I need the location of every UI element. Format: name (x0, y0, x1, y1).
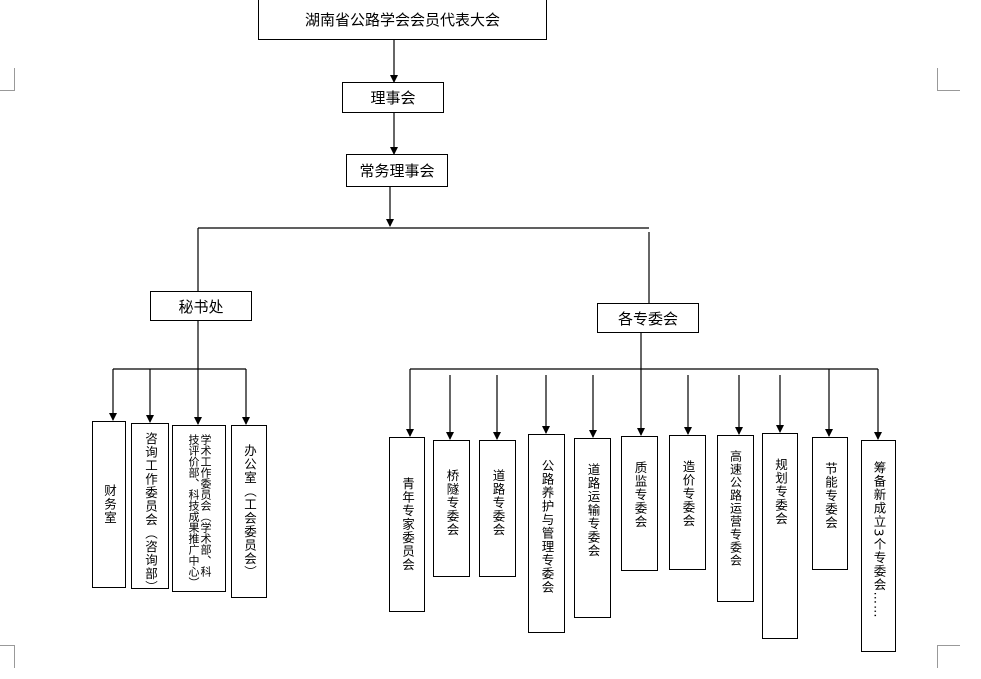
committee-cost-label: 造价专委会 (680, 460, 696, 528)
council-box: 理事会 (342, 82, 444, 113)
committee-energy-box: 节能专委会 (812, 437, 848, 570)
committee-new-box: 筹备新成立3个专委会…… (861, 440, 896, 652)
crop-mark-bottom-left (0, 645, 15, 668)
committee-transport-label: 道路运输专委会 (585, 463, 601, 558)
crop-mark-top-left (0, 68, 15, 91)
committee-youth-box: 青年专家委员会 (389, 437, 425, 612)
academic-committee-box: 学术工作委员会（学术部、科技评价部、科技成果推广中心） (172, 425, 226, 592)
consulting-committee-box: 咨询工作委员会（咨询部） (131, 423, 169, 594)
committee-expressway-box: 高速公路运营专委会 (717, 435, 754, 602)
committee-transport-box: 道路运输专委会 (574, 438, 611, 618)
standing-council-label: 常务理事会 (359, 162, 435, 180)
committee-quality-label: 质监专委会 (632, 461, 648, 529)
finance-office-label: 财务室 (102, 484, 117, 525)
committee-bridge-box: 桥隧专委会 (433, 440, 470, 577)
finance-office-box: 财务室 (92, 421, 126, 588)
committee-expressway-label: 高速公路运营专委会 (728, 450, 743, 567)
committees-label: 各专委会 (617, 309, 678, 328)
committee-new-label: 筹备新成立3个专委会…… (871, 461, 887, 619)
committee-energy-label: 节能专委会 (823, 462, 838, 530)
committee-road-label: 道路专委会 (490, 469, 506, 537)
committee-maintenance-label: 公路养护与管理专委会 (539, 459, 555, 594)
admin-office-box: 办公室（工会委员会） (231, 425, 267, 598)
secretariat-box: 秘书处 (150, 291, 252, 321)
committees-box: 各专委会 (597, 303, 699, 333)
crop-mark-bottom-right (937, 645, 960, 668)
congress-label: 湖南省公路学会会员代表大会 (304, 10, 500, 29)
secretariat-label: 秘书处 (178, 297, 224, 316)
admin-office-label: 办公室（工会委员会） (242, 444, 257, 579)
council-label: 理事会 (370, 89, 416, 107)
committee-cost-box: 造价专委会 (669, 435, 706, 570)
consulting-committee-label: 咨询工作委员会（咨询部） (143, 432, 158, 594)
committee-planning-label: 规划专委会 (773, 458, 788, 526)
committee-quality-box: 质监专委会 (621, 436, 658, 571)
committee-planning-box: 规划专委会 (762, 433, 798, 639)
academic-committee-label: 学术工作委员会（学术部、科技评价部、科技成果推广中心） (187, 434, 212, 588)
standing-council-box: 常务理事会 (346, 154, 448, 187)
committee-bridge-label: 桥隧专委会 (444, 469, 460, 537)
committee-maintenance-box: 公路养护与管理专委会 (528, 434, 565, 633)
crop-mark-top-right (937, 68, 960, 91)
committee-road-box: 道路专委会 (479, 440, 516, 577)
congress-box: 湖南省公路学会会员代表大会 (258, 0, 547, 40)
committee-youth-label: 青年专家委员会 (400, 477, 415, 572)
